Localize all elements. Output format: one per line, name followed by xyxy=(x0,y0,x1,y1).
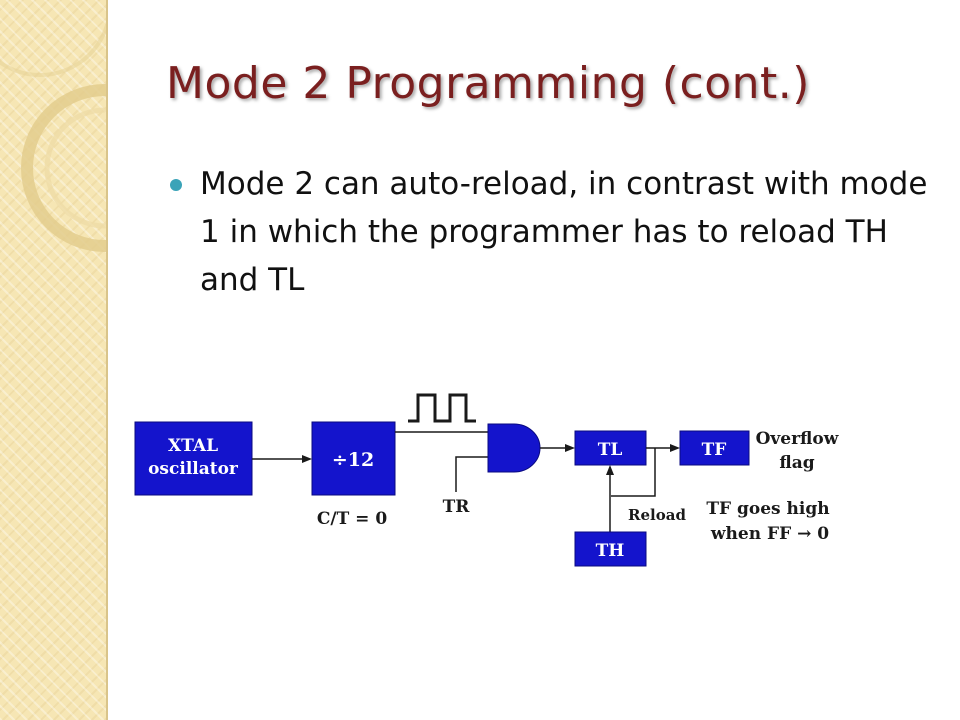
bullet-text: Mode 2 can auto-reload, in contrast with… xyxy=(200,166,928,298)
tf-goes-high-label: TF goes high xyxy=(706,499,829,519)
tr-line xyxy=(455,456,488,492)
th-label: TH xyxy=(596,541,625,561)
decorative-sidebar xyxy=(0,0,108,720)
tl-block: TL xyxy=(574,430,647,466)
reload-feedback-line xyxy=(611,448,656,497)
tf-block: TF xyxy=(679,430,750,466)
xtal-oscillator-block: XTAL oscillator xyxy=(134,421,253,496)
bullet-list: Mode 2 can auto-reload, in contrast with… xyxy=(170,160,930,304)
bullet-dot-icon xyxy=(170,179,182,191)
arrow-head-icon xyxy=(565,444,575,452)
reload-label: Reload xyxy=(628,506,686,524)
tl-label: TL xyxy=(598,440,623,460)
tr-label: TR xyxy=(443,497,471,517)
clock-pulse-icon xyxy=(408,393,476,423)
arrow-head-icon xyxy=(670,444,680,452)
and-gate-icon xyxy=(487,423,541,473)
when-ff-label: when FF → 0 xyxy=(710,524,829,544)
arrow-head-icon xyxy=(302,455,312,463)
divide-by-12-block: ÷12 xyxy=(311,421,396,496)
decorative-rings xyxy=(0,21,106,252)
slide-title: Mode 2 Programming (cont.) xyxy=(166,58,810,109)
oscillator-label: oscillator xyxy=(148,459,239,479)
arrow-head-icon xyxy=(606,465,614,475)
tf-label: TF xyxy=(702,440,727,460)
overflow-label: Overflow xyxy=(756,429,839,449)
ct-label: C/T = 0 xyxy=(317,509,387,529)
divider-label: ÷12 xyxy=(332,449,374,471)
th-block: TH xyxy=(574,531,647,567)
xtal-label: XTAL xyxy=(168,436,218,456)
flag-label: flag xyxy=(779,453,814,473)
bullet-item: Mode 2 can auto-reload, in contrast with… xyxy=(170,160,930,304)
